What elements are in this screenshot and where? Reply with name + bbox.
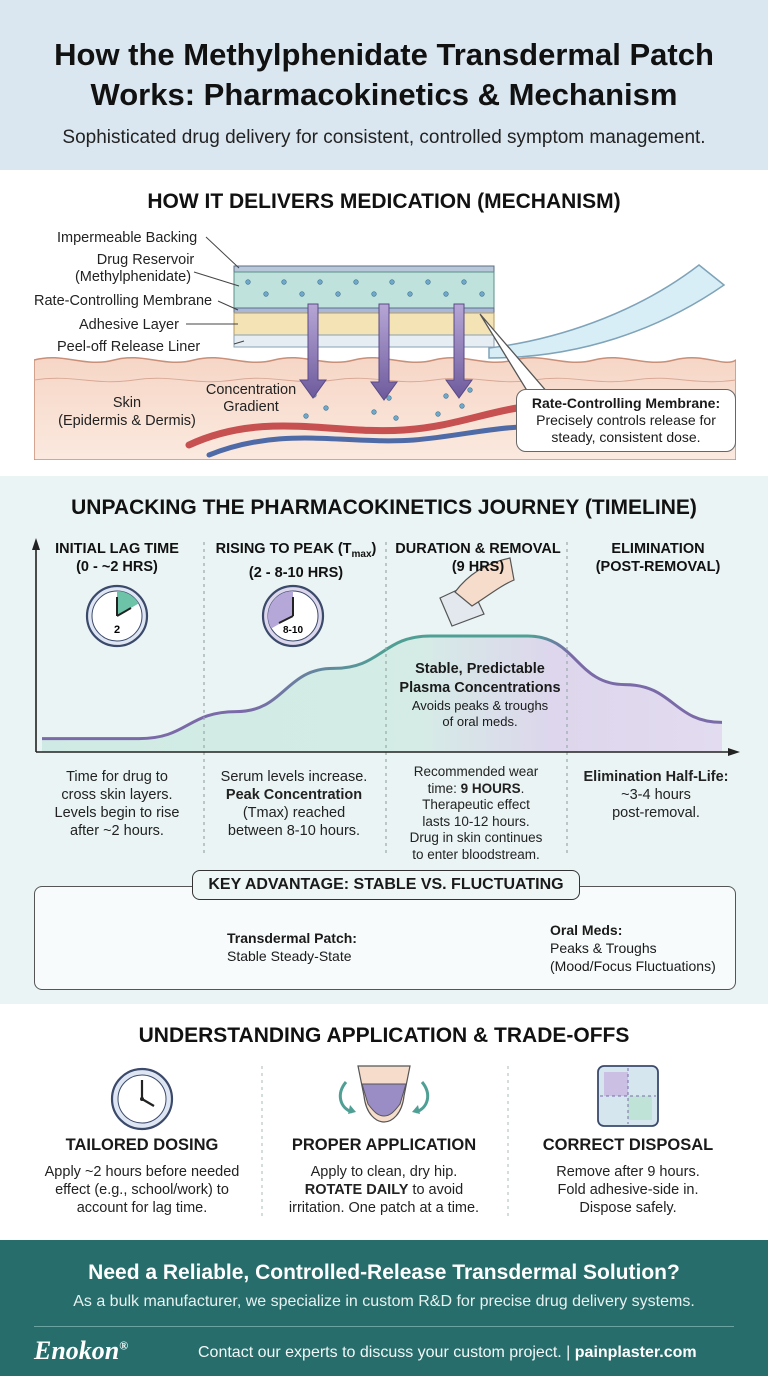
label-skin: Skin: [112, 395, 142, 411]
tailored-dosing-heading: TAILORED DOSING: [65, 1136, 219, 1154]
header-banner: How the Methylphenidate Transdermal Patc…: [0, 0, 768, 170]
label-drug-reservoir-sub: (Methylphenidate): [74, 269, 192, 285]
pk-curve-line: [41, 634, 723, 741]
callout-title: Rate-Controlling Membrane:: [531, 395, 721, 411]
phase3-header: DURATION & REMOVAL(9 HRS): [395, 541, 561, 575]
label-skin-sub: (Epidermis & Dermis): [58, 413, 196, 429]
hip-rotate-icon: [338, 1065, 430, 1123]
membrane-callout: Rate-Controlling Membrane: Precisely con…: [516, 389, 736, 452]
oral-meds-text: Oral Meds: Peaks & Troughs (Mood/Focus F…: [550, 922, 716, 974]
contact-line: Contact our experts to discuss your cust…: [198, 1344, 697, 1361]
phase4-header: ELIMINATION(POST-REMOVAL): [595, 541, 721, 575]
key-advantage-box: KEY ADVANTAGE: STABLE VS. FLUCTUATING Tr…: [34, 870, 736, 990]
pharmacokinetics-section: 2 8-10 UNPACKING THE PHARMACOKI: [0, 476, 768, 1004]
hand-removing-patch-icon: [439, 557, 515, 627]
label-impermeable-backing: Impermeable Backing: [57, 230, 198, 246]
clock-2h-icon: [85, 584, 149, 648]
label-concentration: Concentration: [205, 382, 297, 398]
pk-title: UNPACKING THE PHARMACOKINETICS JOURNEY (…: [71, 496, 697, 519]
mechanism-title: HOW IT DELIVERS MEDICATION (MECHANISM): [147, 190, 621, 213]
phase3-description: Recommended wear time: 9 HOURS. Therapeu…: [409, 764, 543, 862]
footer-divider: [34, 1326, 734, 1327]
page-title-line2: Works: Pharmacokinetics & Mechanism: [90, 77, 678, 112]
application-title: UNDERSTANDING APPLICATION & TRADE-OFFS: [138, 1024, 630, 1047]
label-gradient: Gradient: [223, 399, 279, 415]
clock1-label: 2: [114, 624, 120, 636]
proper-application-text: Apply to clean, dry hip. ROTATE DAILY to…: [288, 1164, 480, 1216]
label-drug-reservoir: Drug Reservoir: [96, 252, 195, 268]
key-advantage-title: KEY ADVANTAGE: STABLE VS. FLUCTUATING: [192, 870, 580, 900]
cta-question: Need a Reliable, Controlled-Release Tran…: [88, 1261, 680, 1284]
proper-application-heading: PROPER APPLICATION: [291, 1136, 477, 1154]
cta-subtext: As a bulk manufacturer, we specialize in…: [73, 1293, 695, 1310]
page-subtitle: Sophisticated drug delivery for consiste…: [62, 127, 706, 148]
clock-8-10h-icon: [261, 584, 325, 648]
folded-patch-icon: [597, 1065, 659, 1127]
patch-steady-text: Transdermal Patch: Stable Steady-State: [227, 930, 357, 964]
clock-icon: [110, 1067, 174, 1131]
application-icons: [110, 1065, 659, 1216]
callout-line2: steady, consistent dose.: [551, 429, 701, 445]
correct-disposal-heading: CORRECT DISPOSAL: [542, 1136, 714, 1154]
application-section: UNDERSTANDING APPLICATION & TRADE-OFFS: [0, 1004, 768, 1240]
correct-disposal-text: Remove after 9 hours.Fold adhesive-side …: [556, 1164, 700, 1216]
phase1-header: INITIAL LAG TIME(0 - ~2 HRS): [55, 541, 179, 575]
clock2-label: 8-10: [283, 625, 303, 636]
label-release-liner: Peel-off Release Liner: [57, 339, 201, 355]
label-rate-controlling-membrane: Rate-Controlling Membrane: [34, 293, 213, 309]
enokon-logo: Enokon®: [34, 1336, 129, 1365]
callout-line1: Precisely controls release for: [536, 412, 716, 428]
pk-curve-area: [42, 636, 722, 752]
website-link[interactable]: painplaster.com: [574, 1344, 697, 1361]
mechanism-section: HOW IT DELIVERS MEDICATION (MECHANISM): [0, 170, 768, 468]
phase2-description: Serum levels increase.Peak Concentration…: [220, 769, 368, 839]
footer-cta: Need a Reliable, Controlled-Release Tran…: [0, 1240, 768, 1376]
page-title-line1: How the Methylphenidate Transdermal Patc…: [54, 37, 714, 72]
label-adhesive-layer: Adhesive Layer: [79, 317, 179, 333]
phase2-header: RISING TO PEAK (Tmax) (2 - 8-10 HRS): [215, 541, 377, 581]
